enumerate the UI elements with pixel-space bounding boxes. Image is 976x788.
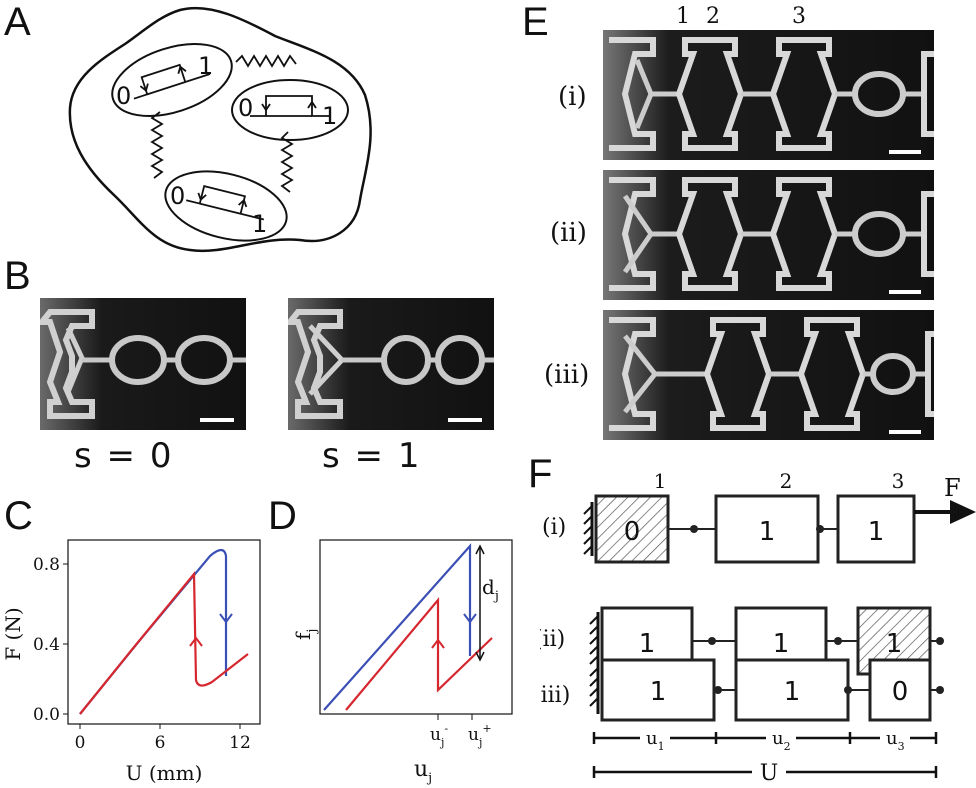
column-label-2: 2 — [706, 4, 720, 29]
f-column-3: 3 — [892, 469, 905, 493]
element-3-state-1: 1 — [252, 210, 267, 238]
panel-c-chart: 0 6 12 0.0 0.4 0.8 U (mm) F (N) — [1, 539, 261, 785]
u1-label: u1 — [646, 728, 665, 753]
panel-a-diagram: 0 1 0 1 0 1 — [68, 6, 372, 253]
f-state-ii-1: 1 — [639, 629, 656, 659]
f-state-iii-2: 1 — [784, 677, 801, 707]
plot-frame — [319, 539, 513, 715]
element-1-state-0: 0 — [116, 82, 131, 110]
tick-u-plus: uj+ — [468, 722, 492, 749]
x-tick-12: 12 — [229, 733, 251, 753]
element-2-state-1: 1 — [322, 102, 337, 130]
f-state-ii-2: 1 — [773, 629, 790, 659]
bistable-element-1 — [111, 43, 233, 117]
scale-bar — [889, 430, 921, 434]
element-3-state-0: 0 — [170, 182, 185, 210]
panel-letter-b: B — [4, 254, 31, 298]
f-column-1: 1 — [654, 469, 667, 493]
unloading-line — [345, 596, 493, 711]
state-label-1: s = 1 — [322, 436, 422, 476]
row-iii — [589, 658, 944, 722]
f-state-i-2: 1 — [759, 517, 776, 547]
y-tick-08: 0.8 — [33, 555, 60, 575]
scale-bar — [448, 418, 482, 422]
down-arrow — [219, 613, 233, 624]
y-tick-0: 0.0 — [33, 705, 60, 725]
y-tick-04: 0.4 — [33, 635, 60, 655]
panel-letter-e: E — [522, 0, 549, 44]
f-state-i-3: 1 — [868, 517, 885, 547]
photo-row-ii — [603, 170, 934, 300]
row-label-i: (i) — [558, 82, 587, 112]
force-label: F — [944, 474, 961, 502]
column-label-1: 1 — [676, 4, 690, 29]
down-arrow — [463, 613, 477, 624]
loading-line — [323, 543, 472, 711]
plot-frame — [67, 539, 261, 725]
row-label-ii: (ii) — [550, 218, 587, 248]
total-displacement-label: U — [760, 761, 779, 786]
photo-state-0 — [40, 298, 246, 430]
panel-d-schematic: dj fj uj- uj+ uj — [291, 539, 513, 786]
spring-top — [235, 54, 297, 68]
spring-right — [280, 131, 294, 193]
element-1-state-1: 1 — [198, 52, 213, 80]
f-row-label-iii: (iii) — [540, 683, 570, 708]
x-tick-0: 0 — [75, 733, 86, 753]
u3-label: u3 — [886, 728, 905, 753]
tick-u-minus: uj- — [430, 722, 448, 749]
panel-letter-c: C — [4, 494, 33, 538]
unloading-curve — [79, 570, 249, 715]
panel-f-diagram: 1 2 3 F (i) 0 1 1 (ii) 1 1 1 (iii) — [540, 469, 976, 786]
panel-letter-d: D — [268, 494, 297, 538]
f-state-ii-3: 1 — [886, 629, 903, 659]
gap-label: dj — [482, 575, 499, 604]
x-axis-label: U (mm) — [126, 761, 203, 785]
photo-state-1 — [288, 298, 494, 430]
state-label-0: s = 0 — [74, 436, 174, 476]
loading-curve — [79, 548, 228, 715]
scale-bar — [889, 150, 921, 154]
f-column-2: 2 — [780, 469, 793, 493]
u2-label: u2 — [772, 728, 791, 753]
photo-row-iii — [603, 310, 934, 440]
f-state-iii-1: 1 — [650, 677, 667, 707]
f-row-label-i: (i) — [542, 515, 566, 540]
bistable-element-3 — [164, 170, 288, 242]
x-axis-label: uj — [414, 757, 432, 786]
panel-letter-f: F — [528, 452, 553, 496]
row-i — [583, 494, 976, 564]
f-state-i-1: 0 — [624, 517, 641, 547]
x-tick-6: 6 — [155, 733, 166, 753]
scale-bar — [889, 290, 921, 294]
y-axis-label: fj — [291, 629, 320, 640]
scale-bar — [200, 418, 234, 422]
f-row-label-ii: (ii) — [540, 627, 565, 652]
y-axis-label: F (N) — [1, 607, 25, 660]
element-2-state-0: 0 — [238, 94, 253, 122]
photo-row-i — [603, 30, 934, 160]
f-state-iii-3: 0 — [892, 677, 909, 707]
column-label-3: 3 — [792, 4, 806, 29]
bistable-element-2 — [231, 79, 349, 141]
up-arrow — [189, 636, 203, 647]
up-arrow — [431, 638, 445, 649]
panel-letter-a: A — [4, 0, 31, 44]
spring-left — [150, 111, 164, 179]
row-label-iii: (iii) — [544, 360, 590, 390]
system-boundary — [68, 6, 372, 253]
